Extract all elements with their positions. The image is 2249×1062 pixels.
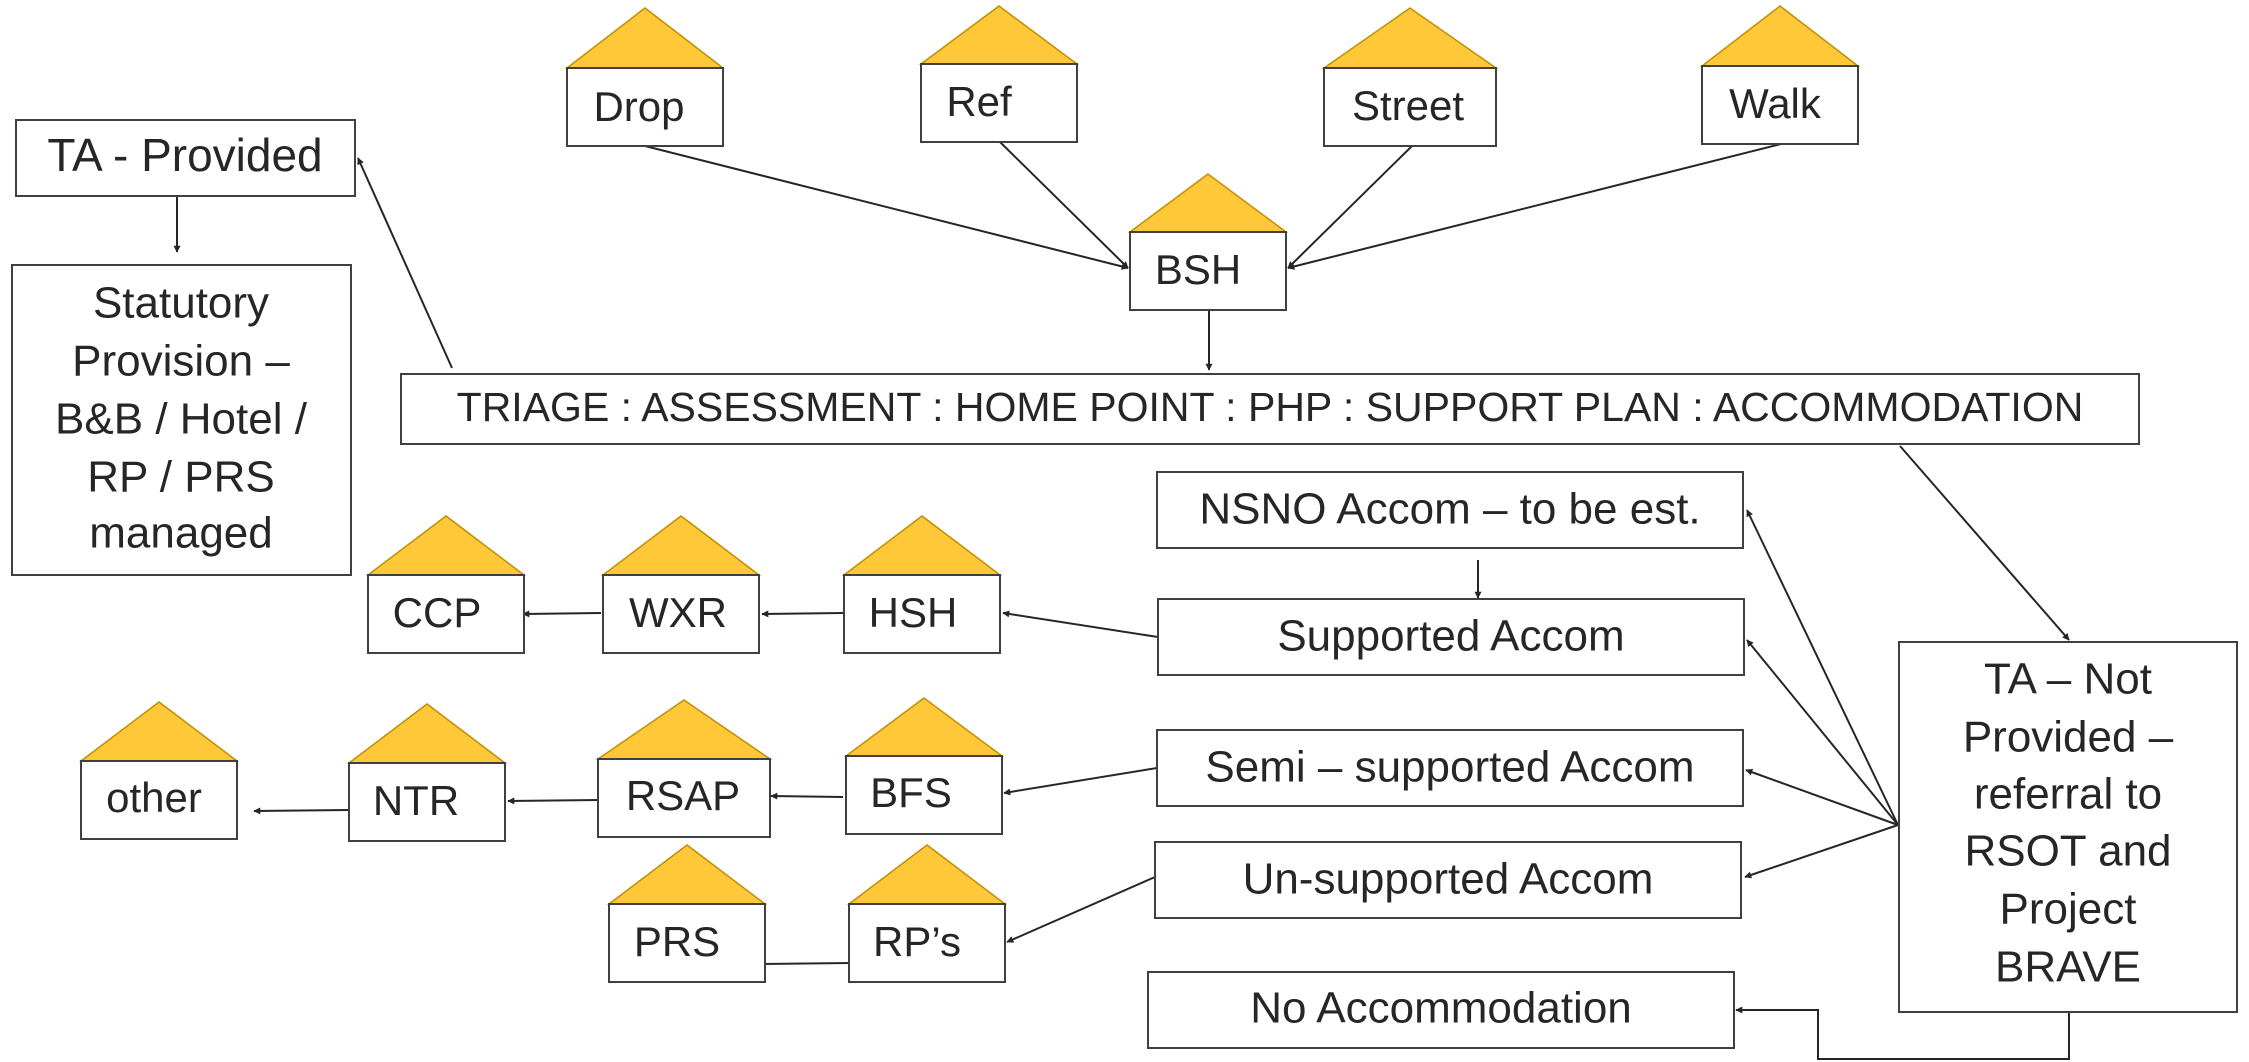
arrow-ta-to-supported: [1746, 639, 1899, 826]
house-label-other: other: [106, 774, 202, 821]
ta-not-provided-line-3: referral to: [1974, 770, 2162, 819]
semi-supported-accom-box: Semi – supported Accom: [1156, 729, 1744, 807]
house-label-walk: Walk: [1729, 80, 1822, 127]
ta-not-provided-line-5: Project: [2000, 885, 2137, 934]
roof-shape: [564, 7, 726, 69]
house-prs: PRS: [606, 844, 768, 983]
arrow-triage-to-ta-not-provided: [1899, 445, 2070, 641]
roof-shape: [841, 515, 1003, 576]
roof-shape: [1321, 7, 1499, 69]
roof-shape: [918, 5, 1080, 65]
arrow-ta-to-no-accommodation: [1735, 1006, 2070, 1060]
arrow-drop-to-bsh: [644, 145, 1129, 270]
arrow-walk-to-bsh: [1287, 143, 1782, 270]
triage-label: TRIAGE : ASSESSMENT : HOME POINT : PHP :…: [457, 384, 2084, 430]
house-bsh: BSH: [1127, 173, 1289, 311]
arrow-triage-to-ta-provided: [357, 157, 453, 369]
ta-not-provided-box: TA – Not Provided – referral to RSOT and…: [1898, 641, 2238, 1013]
arrow-rps-to-prs: [757, 960, 851, 968]
arrow-street-to-bsh: [1287, 145, 1413, 269]
supported-accom-box: Supported Accom: [1157, 598, 1745, 676]
arrow-semi-to-bfs: [1003, 767, 1158, 796]
arrow-ta-to-unsupported: [1744, 824, 1899, 879]
roof-shape: [365, 515, 527, 576]
house-ref: Ref: [918, 5, 1080, 143]
triage-box: TRIAGE : ASSESSMENT : HOME POINT : PHP :…: [400, 373, 2140, 445]
roof-shape: [600, 515, 762, 576]
arrow-rsap-to-ntr: [507, 797, 600, 805]
house-hsh: HSH: [841, 515, 1003, 654]
statutory-line-1: Statutory: [93, 279, 269, 328]
ta-provided-label: TA - Provided: [47, 129, 322, 181]
statutory-line-4: RP / PRS: [87, 453, 274, 502]
house-label-wxr: WXR: [629, 589, 727, 636]
ta-not-provided-line-4: RSOT and: [1964, 827, 2171, 876]
ta-provided-box: TA - Provided: [15, 119, 356, 197]
house-label-bsh: BSH: [1155, 246, 1241, 293]
statutory-line-5: managed: [89, 509, 272, 558]
house-label-ntr: NTR: [373, 777, 459, 824]
supported-accom-label: Supported Accom: [1277, 612, 1624, 661]
arrow-bfs-to-rsap: [770, 792, 844, 800]
house-label-bfs: BFS: [870, 769, 952, 816]
arrow-ntr-to-other: [253, 807, 350, 815]
nsno-label: NSNO Accom – to be est.: [1199, 485, 1700, 534]
house-label-ccp: CCP: [393, 589, 482, 636]
house-ccp: CCP: [365, 515, 527, 654]
house-street: Street: [1321, 7, 1499, 147]
connectors: [173, 141, 2070, 1060]
house-walk: Walk: [1699, 5, 1861, 145]
unsupported-accom-label: Un-supported Accom: [1243, 855, 1654, 904]
house-other: other: [78, 701, 240, 840]
house-label-rsap: RSAP: [626, 772, 740, 819]
arrow-ta-to-nsno: [1746, 509, 1899, 826]
roof-shape: [1699, 5, 1861, 67]
house-label-drop: Drop: [593, 83, 684, 130]
roof-shape: [846, 844, 1008, 905]
statutory-box: Statutory Provision – B&B / Hotel / RP /…: [11, 264, 352, 576]
arrow-unsupported-to-rps: [1006, 876, 1156, 943]
house-rps: RP’s: [846, 844, 1008, 983]
house-label-rps: RP’s: [873, 918, 961, 965]
unsupported-accom-box: Un-supported Accom: [1154, 841, 1742, 919]
statutory-line-3: B&B / Hotel /: [55, 395, 308, 444]
nsno-box: NSNO Accom – to be est.: [1156, 471, 1744, 549]
ta-not-provided-line-2: Provided –: [1963, 713, 2174, 762]
house-label-hsh: HSH: [869, 589, 958, 636]
no-accommodation-label: No Accommodation: [1250, 984, 1632, 1033]
ta-not-provided-line-6: BRAVE: [1995, 943, 2141, 992]
roof-shape: [78, 701, 240, 762]
house-ntr: NTR: [346, 703, 508, 842]
arrow-hsh-to-wxr: [761, 610, 844, 618]
roof-shape: [346, 703, 508, 764]
house-wxr: WXR: [600, 515, 762, 654]
arrow-supported-to-hsh: [1002, 610, 1159, 638]
house-label-ref: Ref: [946, 78, 1012, 125]
roof-shape: [606, 844, 768, 905]
house-rsap: RSAP: [595, 699, 773, 838]
roof-shape: [1127, 173, 1289, 233]
arrow-ref-to-bsh: [999, 141, 1129, 269]
house-bfs: BFS: [843, 697, 1005, 835]
roof-shape: [595, 699, 773, 760]
house-label-prs: PRS: [634, 918, 720, 965]
ta-not-provided-line-1: TA – Not: [1984, 655, 2152, 704]
semi-supported-accom-label: Semi – supported Accom: [1205, 743, 1694, 792]
roof-shape: [843, 697, 1005, 757]
arrow-ta-to-semi-supported: [1745, 768, 1899, 826]
house-label-street: Street: [1352, 82, 1464, 129]
arrow-wxr-to-ccp: [522, 610, 602, 618]
house-drop: Drop: [564, 7, 726, 147]
no-accommodation-box: No Accommodation: [1147, 971, 1735, 1049]
statutory-line-2: Provision –: [72, 337, 290, 386]
